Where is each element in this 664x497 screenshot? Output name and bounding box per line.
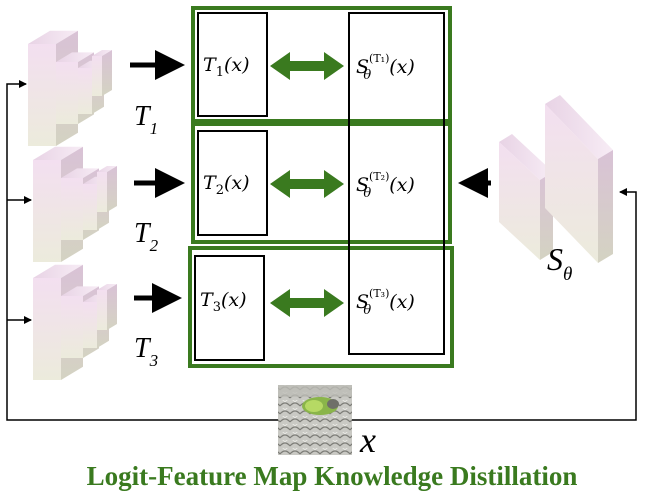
- teacher-network-1: [28, 30, 112, 146]
- teacher-logit-box-3: [194, 255, 265, 361]
- distill-double-arrow-1: [270, 52, 344, 80]
- distill-double-arrow-3: [270, 289, 344, 317]
- teacher-label-2: T2: [134, 218, 159, 255]
- input-feedback-lines: [6, 80, 637, 421]
- teacher-logit-box-2: [197, 130, 268, 236]
- student-logit-text-3: S(T₃)θ(x): [356, 287, 415, 318]
- diagram-caption: Logit-Feature Map Knowledge Distillation: [87, 461, 578, 491]
- distill-box-3: [188, 246, 454, 368]
- distill-box-1: [191, 6, 452, 123]
- teacher-logit-text-3: T3(x): [200, 289, 247, 315]
- distill-box-2: [191, 122, 452, 244]
- student-network: [499, 95, 613, 263]
- student-feature-box: [348, 12, 445, 355]
- teacher-label-1: T1: [134, 101, 158, 138]
- teacher-logit-box-1: [197, 12, 268, 117]
- input-label: x: [359, 420, 376, 460]
- distill-double-arrow-2: [270, 170, 344, 198]
- teacher-network-3: [33, 264, 117, 380]
- teacher-label-3: T3: [134, 333, 158, 370]
- teacher-logit-text-1: T1(x): [203, 54, 250, 80]
- student-label: Sθ: [547, 241, 572, 285]
- teacher-logit-text-2: T2(x): [203, 172, 250, 198]
- student-logit-text-1: S(T₁)θ(x): [356, 52, 415, 83]
- input-image: [278, 385, 352, 455]
- student-logit-text-2: S(T₂)θ(x): [356, 170, 415, 201]
- teacher-network-2: [33, 146, 117, 262]
